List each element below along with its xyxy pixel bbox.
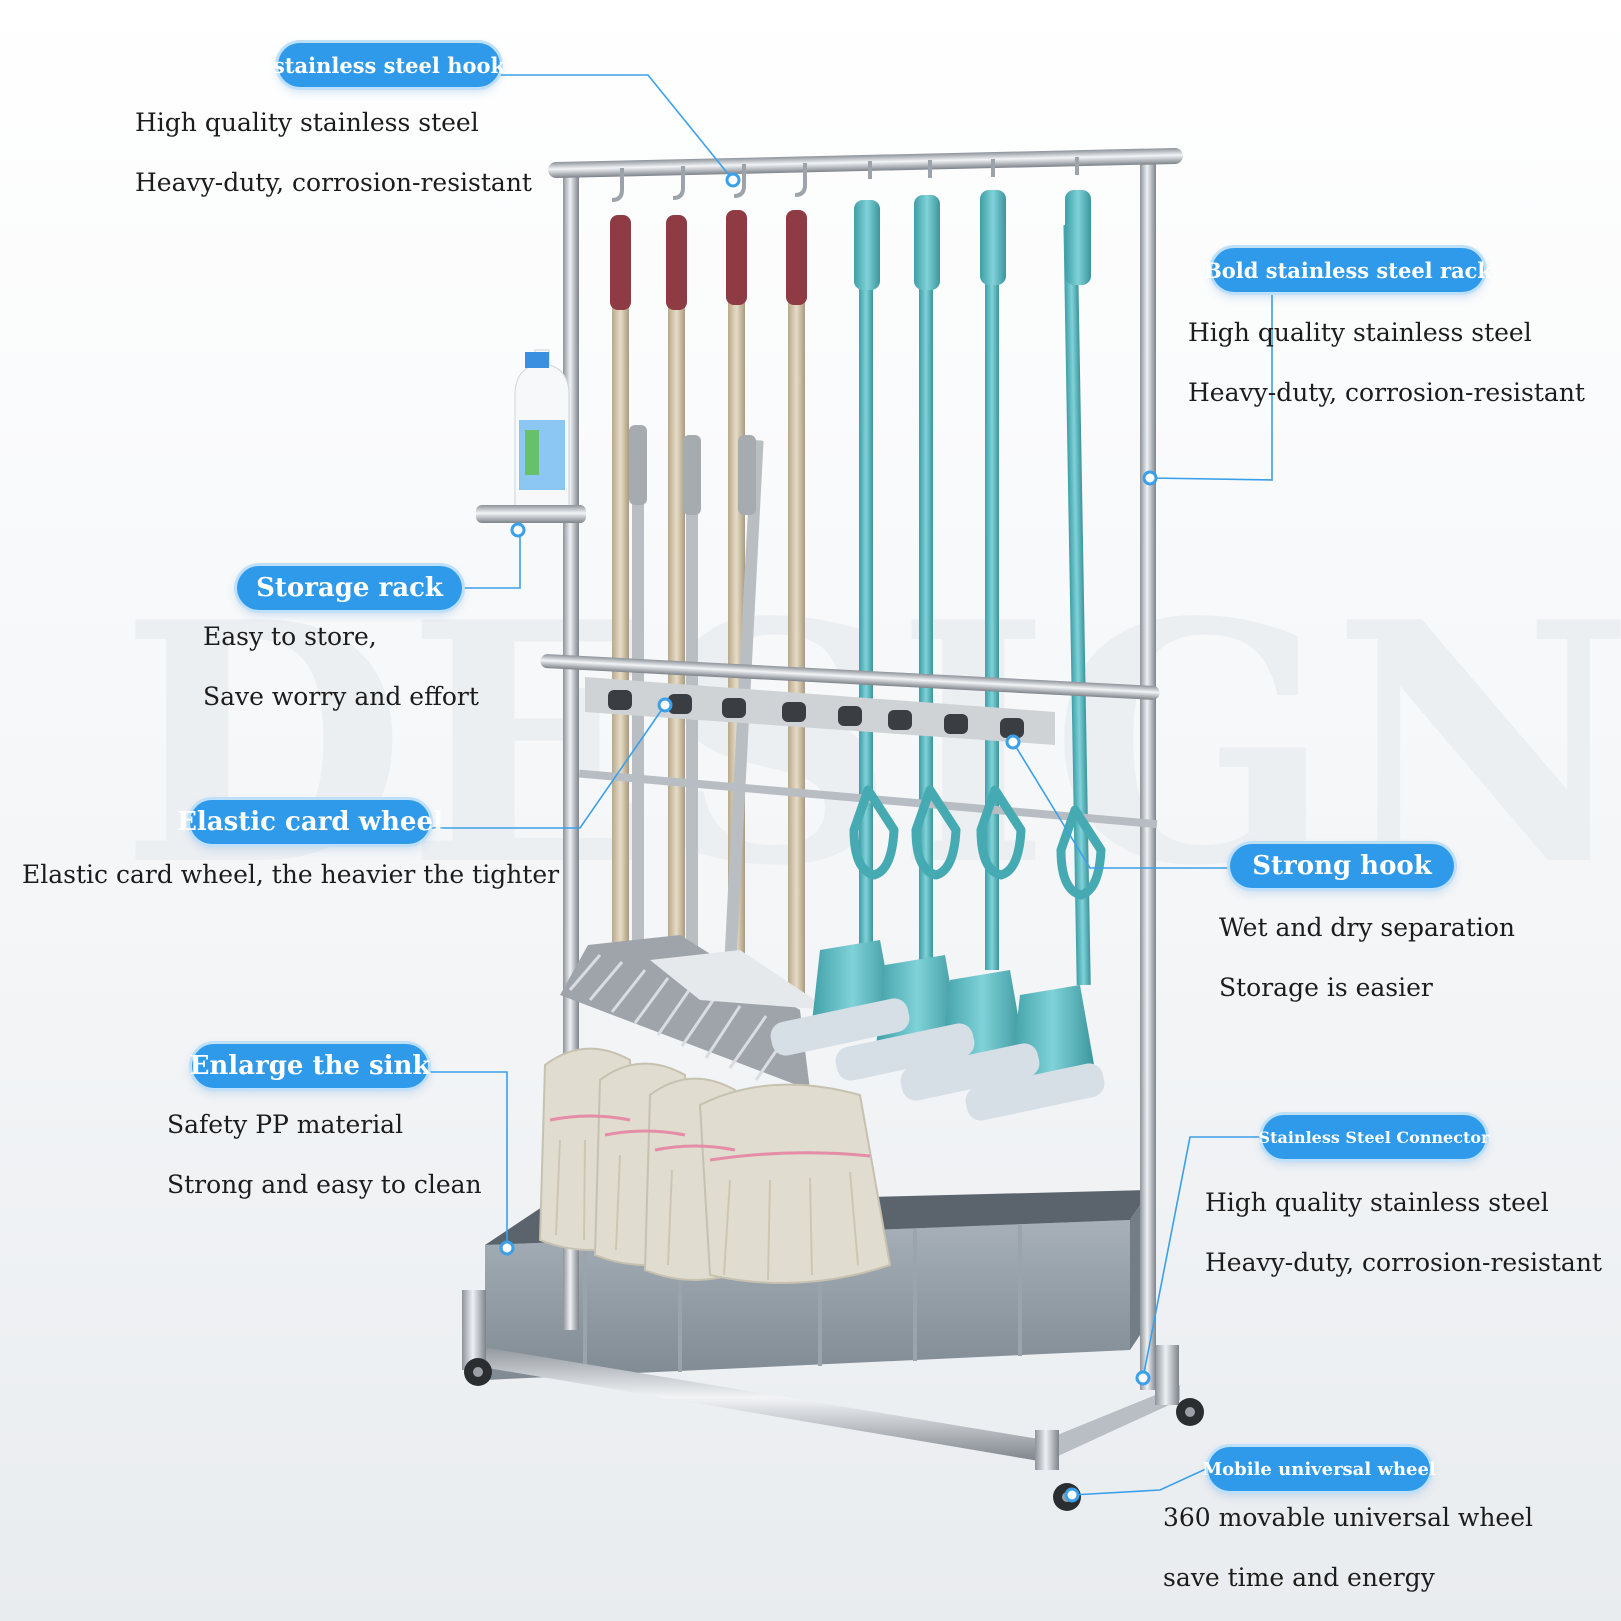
broom-heads [560,935,830,1090]
callout-title-bold-stainless-steel-rack: Bold stainless steel rack [1204,248,1492,292]
callout-line: Heavy-duty, corrosion-resistant [1205,1248,1602,1277]
callout-line: Easy to store, [203,622,377,651]
callout-line: Safety PP material [167,1110,404,1139]
cleaner-bottle [514,349,570,511]
string-mop-heads [538,1047,892,1284]
leader-lines [428,74,1273,1496]
callout-line: High quality stainless steel [1188,318,1532,347]
callout-title-storage-rack: Storage rack [237,566,462,610]
top-bar [548,147,1183,179]
carabiner-hooks [849,785,1106,900]
callout-title-stainless-steel-hook: stainless steel hook [273,43,505,87]
callout-line: Strong and easy to clean [167,1170,482,1199]
callout-title-elastic-card-wheel: Elastic card wheel [177,800,443,844]
callout-line: Save worry and effort [203,682,479,711]
base-frame [462,1290,1180,1470]
callout-line: High quality stainless steel [135,108,479,137]
callout-line: save time and energy [1163,1563,1435,1592]
sponge-mop-heads [770,940,1105,1121]
callout-line: Elastic card wheel, the heavier the tigh… [22,860,560,889]
side-shelf [476,505,586,523]
callout-title-strong-hook: Strong hook [1230,844,1454,888]
right-upright [1140,150,1156,1390]
leader-dots [499,172,1158,1503]
callout-line: Wet and dry separation [1219,913,1516,942]
top-hooks [611,157,1079,202]
callout-line: High quality stainless steel [1205,1188,1549,1217]
sponge-mop-handles [854,190,1091,986]
callout-title-mobile-universal-wheel: Mobile universal wheel [1202,1447,1436,1491]
callout-title-stainless-steel-connector: Stainless Steel Connector [1259,1115,1489,1159]
callout-line: 360 movable universal wheel [1163,1503,1534,1532]
middle-bar [540,654,1160,700]
callout-title-enlarge-the-sink: Enlarge the sink [190,1044,430,1088]
callout-line: Storage is easier [1219,973,1433,1002]
callout-line: Heavy-duty, corrosion-resistant [1188,378,1585,407]
callout-line: Heavy-duty, corrosion-resistant [135,168,532,197]
gripper-strip [585,677,1055,745]
